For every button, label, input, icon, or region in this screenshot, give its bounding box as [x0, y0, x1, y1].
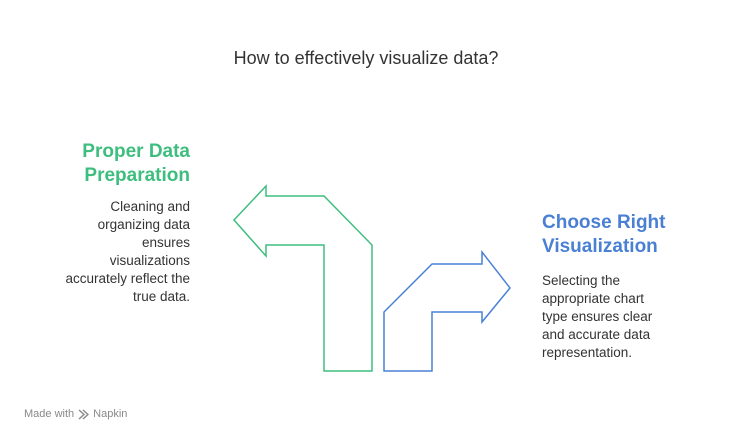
right-option-description: Selecting the appropriate chart type ens…	[542, 272, 712, 362]
left-body-line: visualizations	[109, 253, 190, 268]
right-option-heading: Choose Right Visualization	[542, 211, 666, 259]
right-arrow-icon	[383, 249, 511, 372]
right-heading-line: Choose Right	[542, 212, 666, 233]
napkin-logo-icon	[78, 408, 90, 420]
left-body-line: true data.	[132, 289, 190, 304]
left-option-description: Cleaning and organizing data ensures vis…	[30, 198, 190, 306]
watermark-prefix: Made with	[24, 408, 75, 420]
left-body-line: organizing data	[97, 217, 190, 232]
right-body-line: appropriate chart	[542, 291, 645, 306]
right-heading-line: Visualization	[542, 236, 658, 257]
right-body-line: Selecting the	[542, 273, 621, 288]
diagram-title: How to effectively visualize data?	[233, 48, 499, 68]
left-body-line: accurately reflect the	[65, 271, 190, 286]
right-body-line: and accurate data	[542, 327, 651, 342]
made-with-napkin-watermark: Made with Napkin	[24, 408, 127, 420]
left-body-line: Cleaning and	[110, 199, 190, 214]
left-heading-line: Proper Data	[82, 141, 190, 162]
left-arrow-icon	[232, 184, 373, 372]
right-body-line: type ensures clear	[542, 309, 653, 324]
left-option-heading: Proper Data Preparation	[82, 140, 190, 188]
left-body-line: ensures	[141, 235, 190, 250]
right-body-line: representation.	[542, 345, 633, 360]
left-heading-line: Preparation	[84, 165, 190, 186]
watermark-brand: Napkin	[93, 408, 128, 420]
